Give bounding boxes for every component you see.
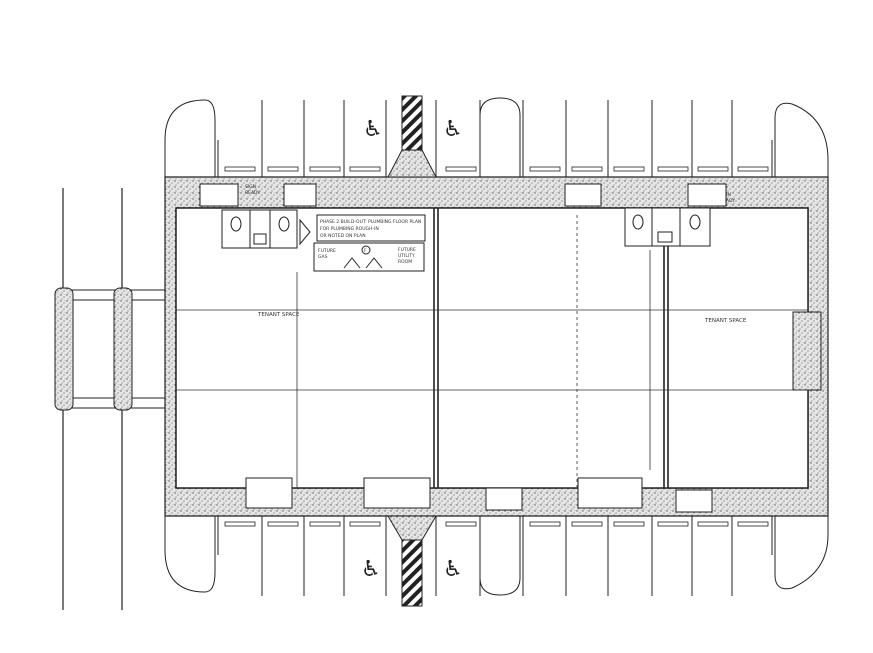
wheelchair-icon: ♿ (443, 117, 463, 142)
parking-stalls-top (224, 100, 769, 177)
curb-ramp-bottom (387, 515, 437, 541)
wheel-stop (224, 166, 256, 172)
wheel-stop (657, 521, 689, 527)
wheel-stop (349, 521, 381, 527)
east-entry-slab (792, 311, 822, 391)
meter-right-2: UTILITY (398, 253, 415, 259)
parking-top (164, 97, 829, 177)
wheel-stop (267, 521, 299, 527)
wheel-stop (571, 521, 603, 527)
entry-vestibules (199, 183, 727, 513)
top-left-tag-2: READY (245, 190, 260, 196)
wheel-stop (657, 166, 689, 172)
meter-right-3: ROOM (398, 259, 412, 265)
wheel-stop (445, 166, 477, 172)
restroom-block-right (624, 207, 711, 247)
meter-room (313, 242, 425, 272)
demising-walls (433, 208, 669, 488)
note-line-3: OR NOTED ON PLAN (320, 233, 366, 239)
wheel-stop (349, 166, 381, 172)
wheel-stop (309, 166, 341, 172)
interior-gridlines (176, 215, 808, 488)
top-right-tag-2: READY (720, 198, 735, 204)
wheel-stop (267, 166, 299, 172)
wheel-stop (224, 521, 256, 527)
note-line-2: FOR PLUMBING ROUGH-IN (320, 226, 379, 232)
wheelchair-icon: ♿ (363, 117, 383, 142)
meter-right-1: FUTURE (398, 247, 416, 253)
restroom-note-box: PHASE 2 BUILD-OUT: PLUMBING FLOOR PLAN F… (316, 214, 426, 242)
curb-ramp-top (387, 149, 437, 178)
wheel-stop (613, 521, 645, 527)
wheelchair-icon: ♿ (443, 557, 463, 582)
parking-stalls-bottom (224, 516, 769, 596)
restroom-block-left (221, 209, 311, 249)
wheel-stop (445, 521, 477, 527)
wheel-stop (529, 521, 561, 527)
note-line-1: PHASE 2 BUILD-OUT: PLUMBING FLOOR PLAN (320, 219, 421, 225)
parking-bottom (164, 516, 829, 596)
wheelchair-icon: ♿ (361, 557, 381, 582)
meter-left-1: FUTURE (318, 248, 336, 254)
wheel-stop (613, 166, 645, 172)
wheel-stop (697, 521, 729, 527)
wheel-stop (737, 166, 769, 172)
tenant-space-right-label: TENANT SPACE (704, 318, 747, 324)
wheel-stop (737, 521, 769, 527)
entry-walkway (54, 287, 165, 411)
tenant-space-left-label: TENANT SPACE (257, 312, 300, 318)
wheel-stop (571, 166, 603, 172)
wheel-stop (697, 166, 729, 172)
wheel-stop (529, 166, 561, 172)
meter-left-2: GAS (318, 254, 328, 260)
wheel-stop (309, 521, 341, 527)
top-left-tag-1: SIGN (245, 184, 256, 190)
restroom-tag: F (364, 248, 367, 254)
building-outline (175, 207, 809, 489)
